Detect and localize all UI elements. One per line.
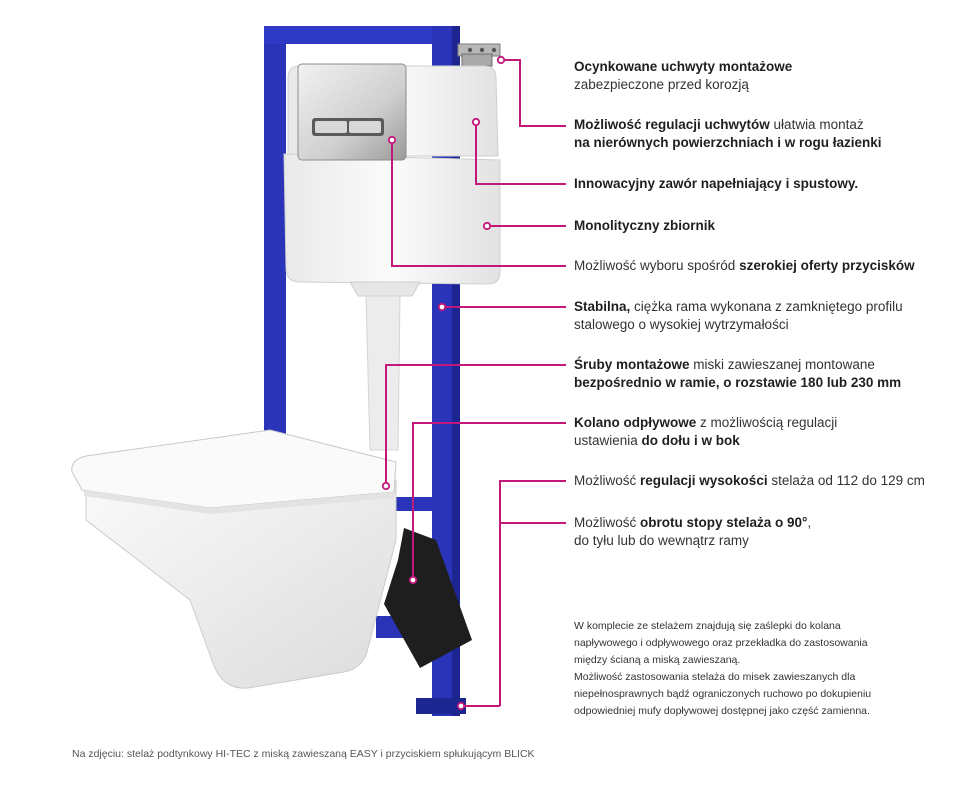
callout-bold-text: Ocynkowane uchwyty montażowe <box>574 59 793 74</box>
note-line: napływowego i odpływowego oraz przekładk… <box>574 637 868 649</box>
drain-elbow <box>384 528 472 668</box>
callout-text: ciężka rama wykonana z zamkniętego profi… <box>630 299 903 314</box>
frame-foot <box>416 698 466 714</box>
frame-top-rail <box>264 26 456 44</box>
callout-text: z możliwością regulacji <box>696 415 838 430</box>
callout-button-choice: Możliwość wyboru spośród szerokiej ofert… <box>574 257 915 275</box>
callout-bold-text: szerokiej oferty przycisków <box>739 258 915 273</box>
callout-fill-valve: Innowacyjny zawór napełniający i spustow… <box>574 175 858 193</box>
callout-galvanized-brackets: Ocynkowane uchwyty montażowe zabezpieczo… <box>574 58 792 94</box>
leader-line-7 <box>412 422 566 580</box>
note-line: odpowiedniej mufy dopływowej dostępnej j… <box>574 705 870 717</box>
leader-line-4 <box>391 140 566 267</box>
callout-text: Możliwość <box>574 473 641 488</box>
callout-stable-frame: Stabilna, ciężka rama wykonana z zamknię… <box>574 298 903 334</box>
callout-line: ustawienia do dołu i w bok <box>574 432 837 450</box>
callout-text: ułatwia montaż <box>769 117 864 132</box>
callout-bold-text: na nierównych powierzchniach i w rogu ła… <box>574 135 882 150</box>
callout-line: na nierównych powierzchniach i w rogu ła… <box>574 134 882 152</box>
callout-line: Stabilna, ciężka rama wykonana z zamknię… <box>574 298 903 316</box>
callout-bold-text: Śruby montażowe <box>574 357 690 372</box>
leader-lines <box>385 59 566 707</box>
callout-line: Możliwość regulacji wysokości stelaża od… <box>574 472 925 490</box>
callout-line: zabezpieczone przed korozją <box>574 76 792 94</box>
toilet-bowl <box>71 429 397 689</box>
callout-drain-elbow: Kolano odpływowe z możliwością regulacji… <box>574 414 837 450</box>
drain-pipe <box>365 295 401 451</box>
callout-text: ustawienia <box>574 433 642 448</box>
callout-text: Możliwość wyboru spośród <box>574 258 740 273</box>
leader-dots <box>381 55 506 711</box>
callout-line: Innowacyjny zawór napełniający i spustow… <box>574 175 858 193</box>
callout-line: Możliwość wyboru spośród szerokiej ofert… <box>574 257 915 275</box>
callout-line: Kolano odpływowe z możliwością regulacji <box>574 414 837 432</box>
callout-text: miski zawieszanej montowane <box>689 357 875 372</box>
callout-bold-text: Kolano odpływowe <box>574 415 697 430</box>
photo-caption: Na zdjęciu: stelaż podtynkowy HI-TEC z m… <box>72 748 535 760</box>
callout-bold-text: obrotu stopy stelaża o 90° <box>640 515 808 530</box>
callout-text: zabezpieczone przed korozją <box>574 77 749 92</box>
callout-line: Monolityczny zbiornik <box>574 217 715 235</box>
frame-left-post <box>264 26 286 438</box>
mounting-bracket <box>457 43 501 67</box>
callout-text: Możliwość <box>574 515 641 530</box>
callout-line: Możliwość obrotu stopy stelaża o 90°, <box>574 514 811 532</box>
callout-height-adjustment: Możliwość regulacji wysokości stelaża od… <box>574 472 925 490</box>
callout-text: stalowego o wysokiej wytrzymałości <box>574 317 789 332</box>
callout-line: Możliwość regulacji uchwytów ułatwia mon… <box>574 116 882 134</box>
callout-text: , <box>807 515 812 530</box>
callout-bold-text: bezpośrednio w ramie, o rozstawie 180 lu… <box>574 375 902 390</box>
flush-plate <box>297 63 407 161</box>
note-line: Możliwość zastosowania stelaża do misek … <box>574 671 856 683</box>
kit-note: W komplecie ze stelażem znajdują się zaś… <box>574 618 924 720</box>
callout-bold-text: do dołu i w bok <box>641 433 740 448</box>
callout-text: stelaża od 112 do 129 cm <box>767 473 925 488</box>
callout-mounting-screws: Śruby montażowe miski zawieszanej montow… <box>574 356 901 392</box>
note-line: W komplecie ze stelażem znajdują się zaś… <box>574 620 841 632</box>
callout-text: do tyłu lub do wewnątrz ramy <box>574 533 749 548</box>
callout-monolithic-tank: Monolityczny zbiornik <box>574 217 715 235</box>
callout-bold-text: Innowacyjny zawór napełniający i spustow… <box>574 176 859 191</box>
callout-foot-rotation: Możliwość obrotu stopy stelaża o 90°, do… <box>574 514 811 550</box>
callout-bracket-adjustment: Możliwość regulacji uchwytów ułatwia mon… <box>574 116 882 152</box>
callout-line: stalowego o wysokiej wytrzymałości <box>574 316 903 334</box>
leader-line-2 <box>475 122 566 185</box>
callout-bold-text: Monolityczny zbiornik <box>574 218 716 233</box>
callout-line: do tyłu lub do wewnątrz ramy <box>574 532 811 550</box>
callout-line: Śruby montażowe miski zawieszanej montow… <box>574 356 901 374</box>
leader-line-1 <box>501 59 566 127</box>
note-line: niepełnosprawnych bądź ograniczonych ruc… <box>574 688 872 700</box>
callout-bold-text: regulacji wysokości <box>640 473 768 488</box>
callout-line: Ocynkowane uchwyty montażowe <box>574 58 792 76</box>
leader-line-6 <box>385 364 566 486</box>
leader-line-8 <box>499 480 566 706</box>
callout-bold-text: Możliwość regulacji uchwytów <box>574 117 770 132</box>
note-line: między ścianą a miską zawieszaną. <box>574 654 741 666</box>
callout-bold-text: Stabilna, <box>574 299 631 314</box>
callout-line: bezpośrednio w ramie, o rozstawie 180 lu… <box>574 374 901 392</box>
